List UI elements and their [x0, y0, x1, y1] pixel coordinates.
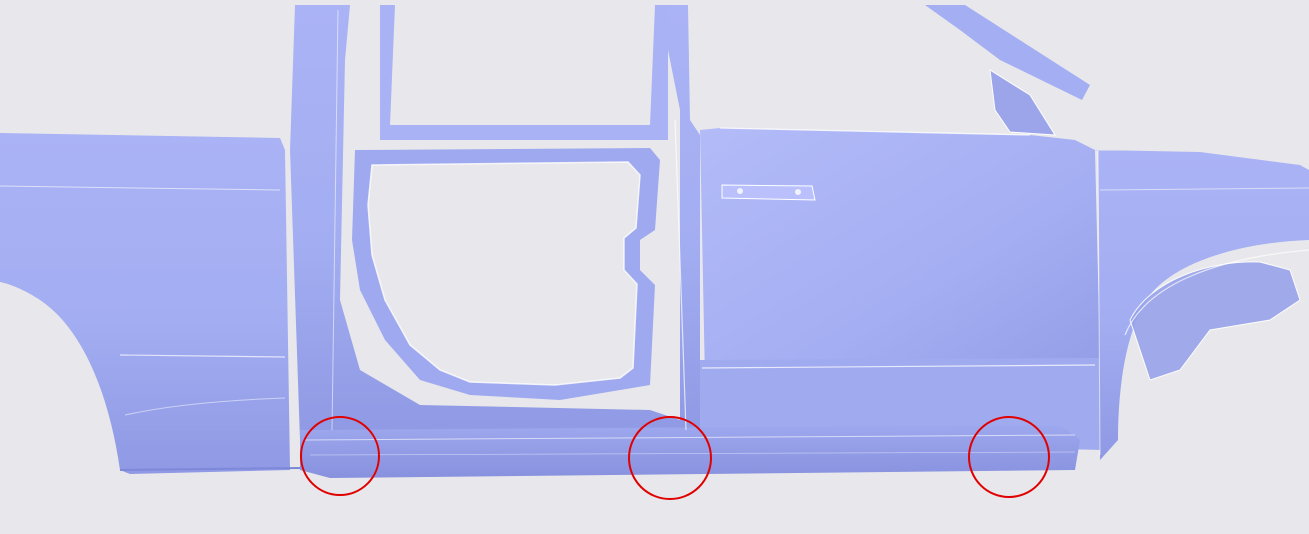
marker-circle-middle [628, 416, 712, 500]
rear-window-frame [380, 5, 668, 140]
rocker-sill [300, 425, 1080, 478]
a-pillar [925, 5, 1090, 100]
rear-door-frame [290, 5, 700, 440]
front-door-panel [700, 128, 1100, 380]
front-fender [1095, 150, 1309, 460]
rear-window-opening [395, 5, 650, 123]
marker-circle-right [968, 416, 1050, 498]
front-window-corner [989, 69, 1056, 136]
marker-circle-left [300, 416, 380, 496]
rear-door-opening [368, 162, 640, 385]
rear-quarter-panel [0, 133, 290, 474]
door-handle [721, 184, 816, 201]
